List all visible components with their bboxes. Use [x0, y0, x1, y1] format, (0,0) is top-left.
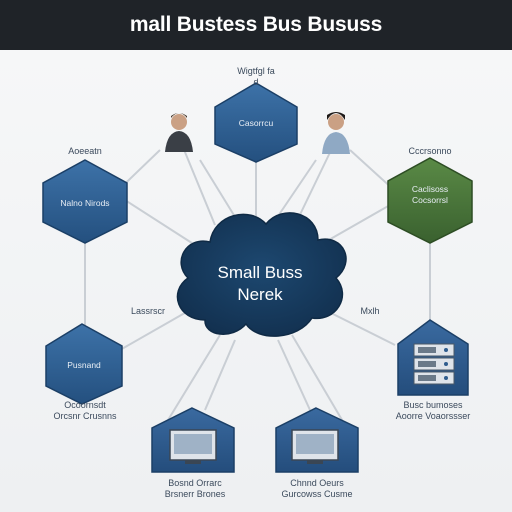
cloud-title-line2: Nerek	[237, 285, 283, 304]
top-node-label: Casorrcu	[238, 118, 274, 128]
bottom-center-right-caption: Chnnd Oeurs Gurcowss Cusme	[281, 478, 353, 499]
person-icon	[322, 112, 350, 154]
right-node-caption: Cccrsonno	[408, 146, 452, 156]
left-node-hexagon	[42, 159, 128, 244]
bottom-left-node-hexagon	[45, 323, 123, 405]
top-node-caption: Wigtfgl fa d	[237, 66, 275, 87]
bottom-left-side-label: Lassrscr	[130, 306, 165, 316]
bottom-left-node-label: Pusnand	[67, 360, 101, 370]
central-cloud	[176, 212, 347, 337]
bottom-right-node-caption: Busc bumoses Aoorre Voaorssser	[395, 400, 471, 421]
workstation-node-left	[151, 407, 235, 473]
right-node-hexagon	[387, 157, 473, 244]
left-node-label: Nalno Nirods	[60, 198, 110, 208]
top-node-hexagon	[214, 82, 298, 163]
bottom-left-node-caption: Ocoornsdt Orcsnr Crusnns	[53, 400, 117, 421]
bottom-center-left-caption: Bosnd Orrarc Brsnerr Brones	[164, 478, 226, 499]
right-node-label: Caclisoss Cocsorrsl	[411, 184, 449, 205]
left-node-caption: Aoeeatn	[68, 146, 102, 156]
page-title: mall Bustess Bus Bususs	[129, 13, 383, 36]
header-bar	[0, 0, 512, 50]
computer-monitor-icon	[169, 429, 217, 464]
bottom-right-side-label: Mxlh	[360, 306, 380, 316]
server-rack-icon	[413, 343, 455, 385]
workstation-node-right	[275, 407, 359, 473]
cloud-title-line1: Small Buss	[217, 263, 303, 282]
server-node	[397, 319, 469, 396]
person-icon	[165, 113, 193, 152]
computer-monitor-icon	[291, 429, 339, 464]
